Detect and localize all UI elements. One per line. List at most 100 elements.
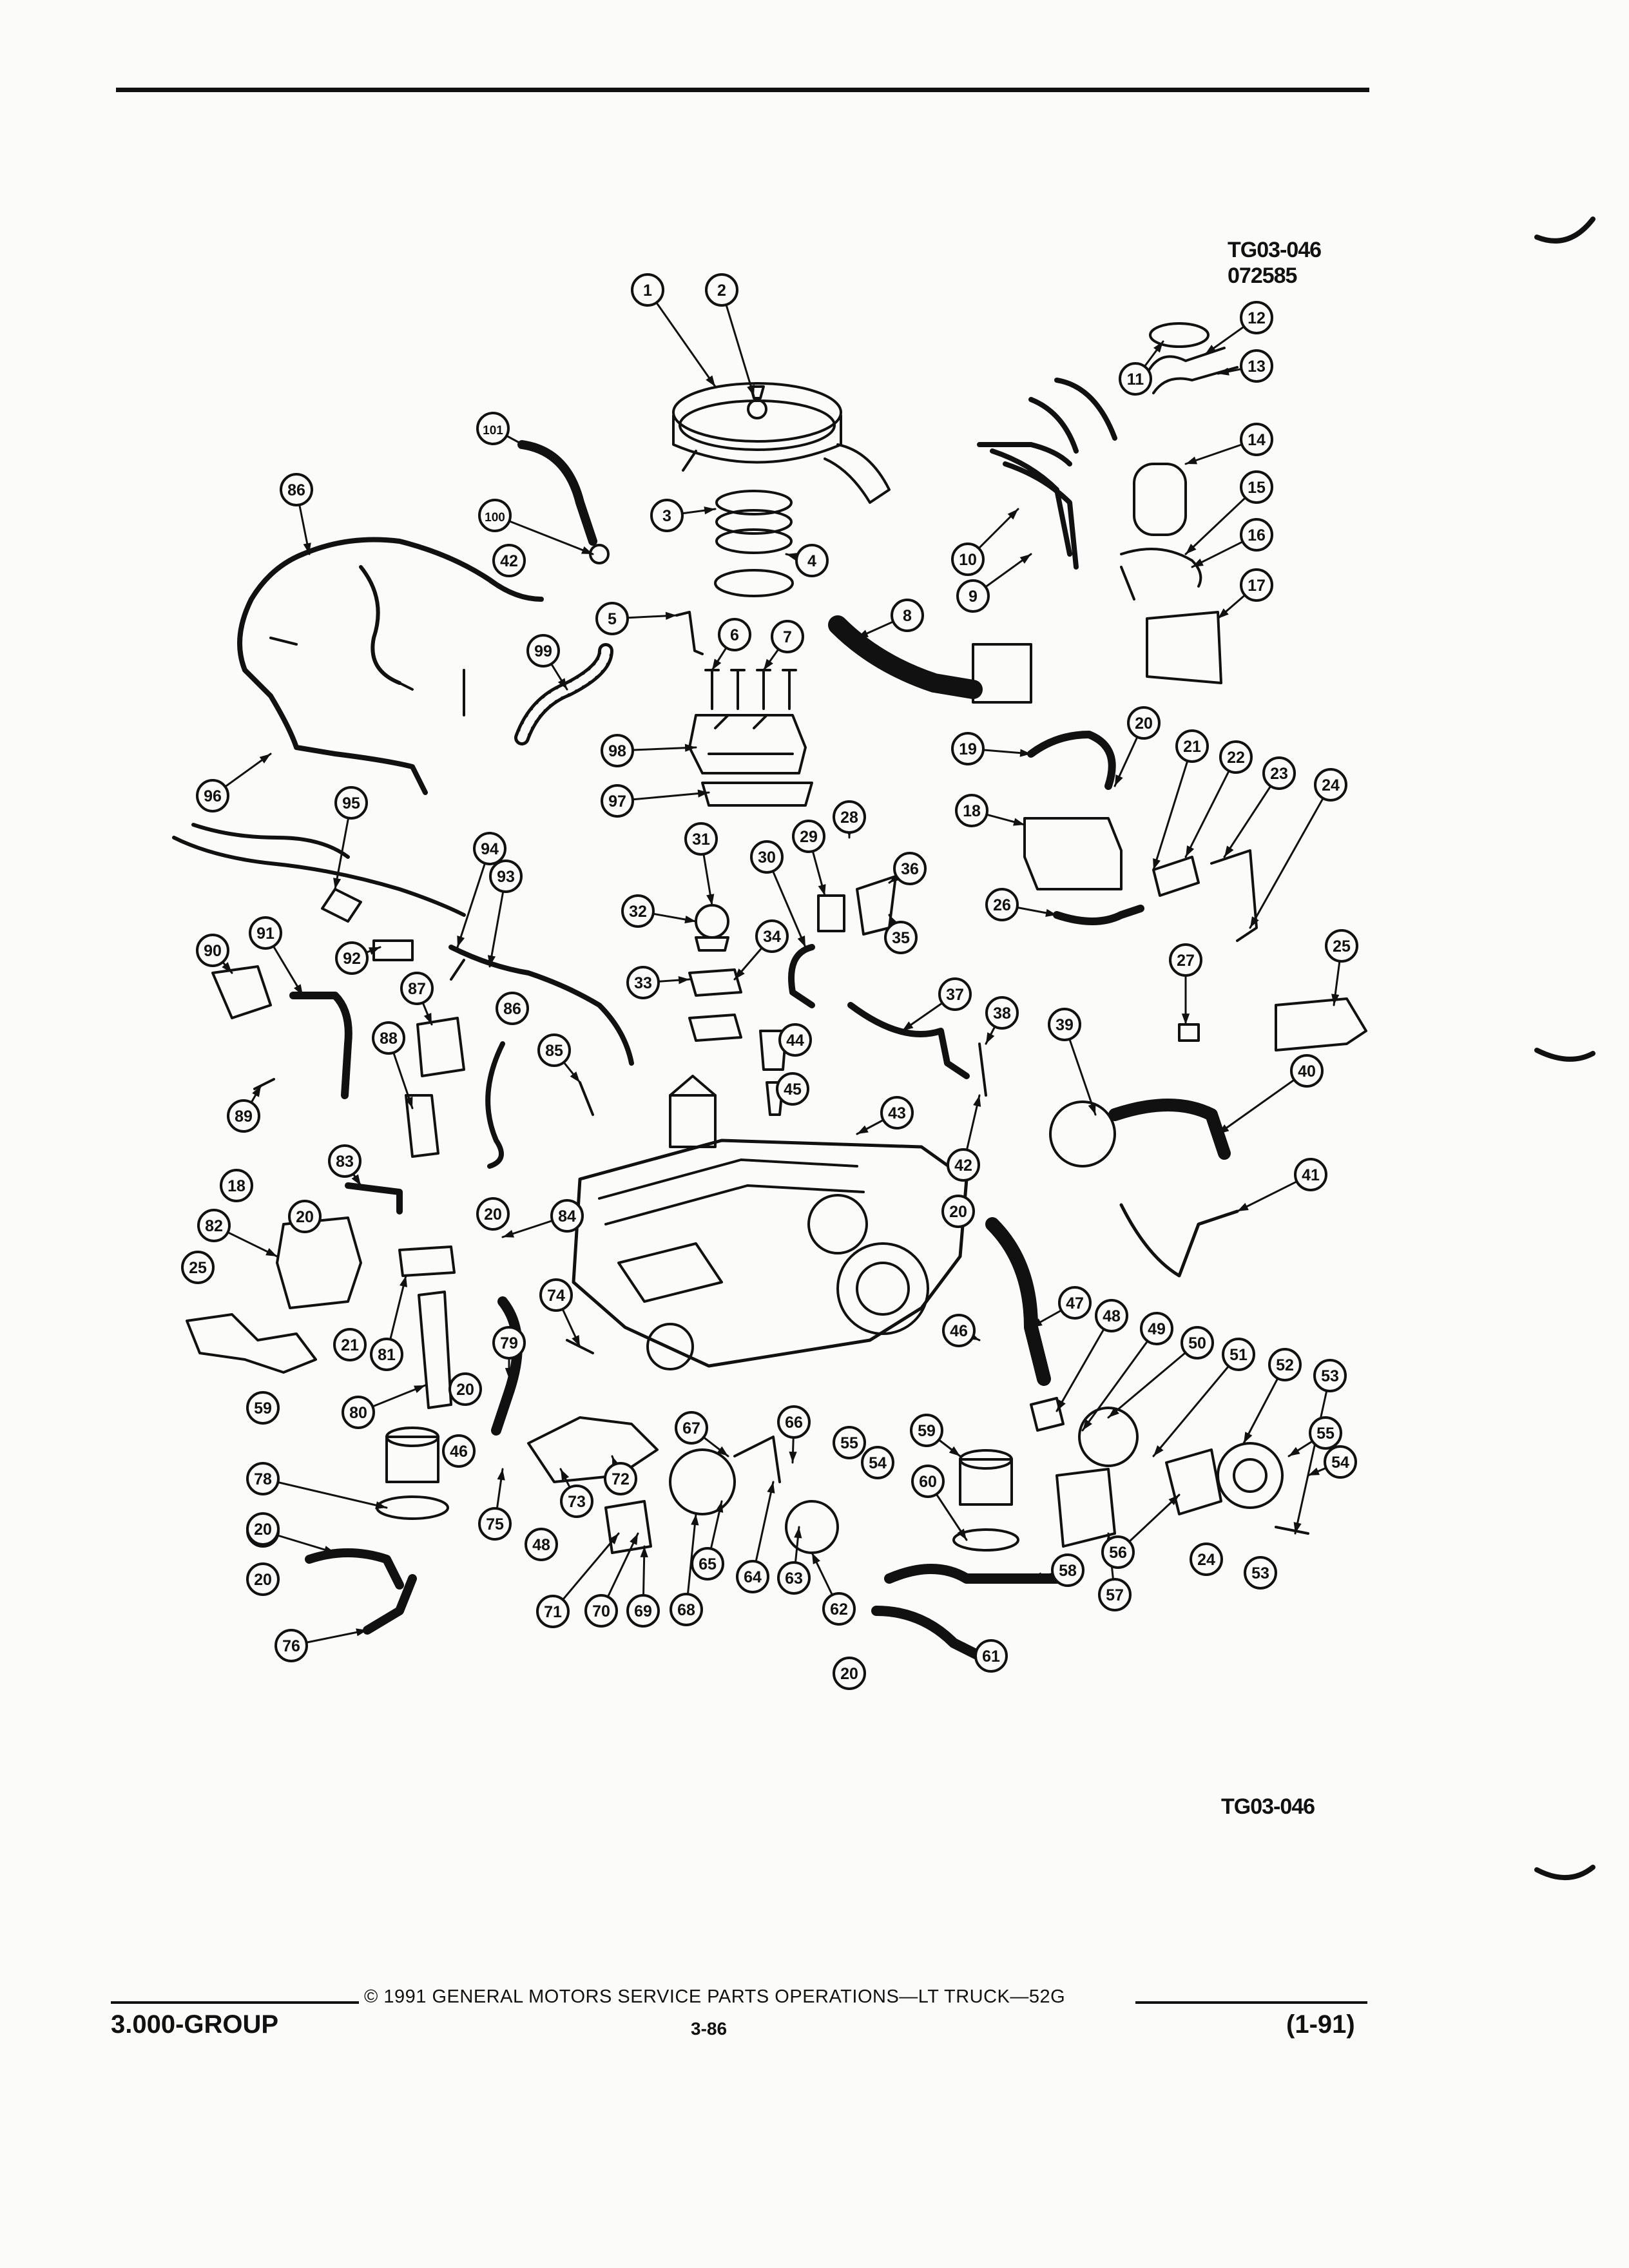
callout-circle [550,1199,584,1233]
callout-bubble-78: 78 [246,1462,280,1495]
callout-number: 65 [699,1555,717,1573]
callout-number: 21 [341,1336,359,1354]
callout-circle [1240,423,1273,456]
callout-number: 62 [830,1600,848,1619]
callout-number: 20 [484,1206,502,1224]
leader-arrowhead [1186,543,1197,554]
callout-bubble-24: 24 [1314,768,1347,802]
hose-61 [871,1606,998,1667]
leader-arrowhead [1153,1445,1164,1456]
callout-circle [280,473,313,506]
callout-bubble-42: 42 [947,1148,980,1182]
callout-circle [601,784,634,818]
callout-number: 4 [807,552,816,570]
air-cleaner-stud [682,450,697,472]
wiring-harness-branch [300,537,544,602]
leader-arrowhead [570,1071,580,1082]
callout-circle [227,1099,260,1133]
callout-circle [942,1314,976,1347]
callout-circle [776,1072,809,1106]
callout-bubble-82: 82 [197,1209,231,1242]
leader-arrowhead [665,611,677,620]
callout-circle [1313,1359,1347,1392]
leader-arrowhead [1331,994,1340,1005]
footer-group-number: 3.000-GROUP [111,2010,279,2039]
vacuum-hose-101 [517,440,597,546]
leader-arrowhead [706,375,715,387]
callout-number: 30 [758,849,776,867]
callout-circle [884,921,918,954]
callout-circle [536,1595,570,1628]
callout-bubble-100: 100 [478,499,512,532]
leader-line [646,289,717,388]
callout-bubble-59: 59 [246,1391,280,1425]
callout-circle [910,1414,943,1447]
callout-bubble-8: 8 [891,599,924,632]
control-module [416,1017,465,1077]
callout-number: 20 [456,1381,474,1399]
power-steering-pump [669,1448,736,1515]
callout-bubble-85: 85 [537,1033,571,1067]
leader-line [1107,1341,1199,1419]
callout-circle [275,1629,308,1662]
leader-arrowhead [691,1514,699,1526]
callout-bubble-93: 93 [489,860,523,893]
callout-bubble-6: 6 [718,618,751,651]
balancer-hub [856,1262,910,1316]
leader-arrowhead [1115,774,1123,786]
callout-number: 93 [497,868,515,886]
leader-arrowhead [857,629,869,638]
callout-circle [246,1462,280,1495]
callout-number: 72 [612,1470,630,1488]
leader-arrowhead [902,1021,914,1031]
callout-number: 35 [892,929,910,947]
leader-arrowhead [1186,845,1195,857]
callout-circle [891,599,924,632]
callout-number: 42 [954,1157,972,1175]
callout-bubble-33: 33 [626,966,660,999]
callout-bubble-29: 29 [792,820,825,853]
callout-bubble-21: 21 [1175,729,1209,763]
callout-circle [197,1209,231,1242]
fuel-line-tops [1028,378,1117,454]
callout-circle [1051,1553,1084,1587]
callout-number: 70 [592,1602,610,1620]
callout-circle [181,1251,215,1284]
carburetor-bolt [704,669,720,710]
leader-arrowhead [1293,1522,1302,1533]
callout-circle [833,1426,866,1459]
callout-bubble-32: 32 [621,894,655,928]
callout-circle [951,543,985,576]
callout-number: 20 [254,1571,272,1589]
leader-arrowhead [630,1533,638,1545]
callout-bubble-67: 67 [675,1411,708,1445]
callout-number: 97 [608,793,626,811]
callout-number: 43 [888,1104,906,1122]
callout-circle [489,860,523,893]
callout-number: 82 [205,1217,223,1235]
leader-arrowhead [572,1335,580,1347]
callout-circle [1290,1054,1324,1088]
callout-circle [492,544,526,577]
fuel-rail-right [1275,997,1367,1052]
footer-page-number: 3-86 [691,2019,728,2039]
callout-number: 76 [282,1637,300,1655]
figure-id-top-label: TG03-046 [1228,238,1322,262]
dipstick-tube-41 [1119,1203,1239,1278]
callout-bubble-7: 7 [771,620,804,653]
leader-line [262,1477,388,1509]
callout-bubble-58: 58 [1051,1553,1084,1587]
callout-bubble-30: 30 [750,840,784,874]
callout-bubble-15: 15 [1240,470,1273,504]
callout-bubble-87: 87 [400,972,434,1005]
callout-circle [1240,470,1273,504]
callout-bubble-49: 49 [1140,1312,1173,1345]
hose-58 [884,1564,1062,1584]
callout-number: 96 [204,787,222,805]
callout-number: 59 [918,1422,936,1440]
leader-arrowhead [704,506,715,515]
callout-bubble-59: 59 [910,1414,943,1447]
callout-bubble-20: 20 [448,1372,482,1406]
callout-bubble-35: 35 [884,921,918,954]
leader-arrowhead [857,1125,869,1134]
